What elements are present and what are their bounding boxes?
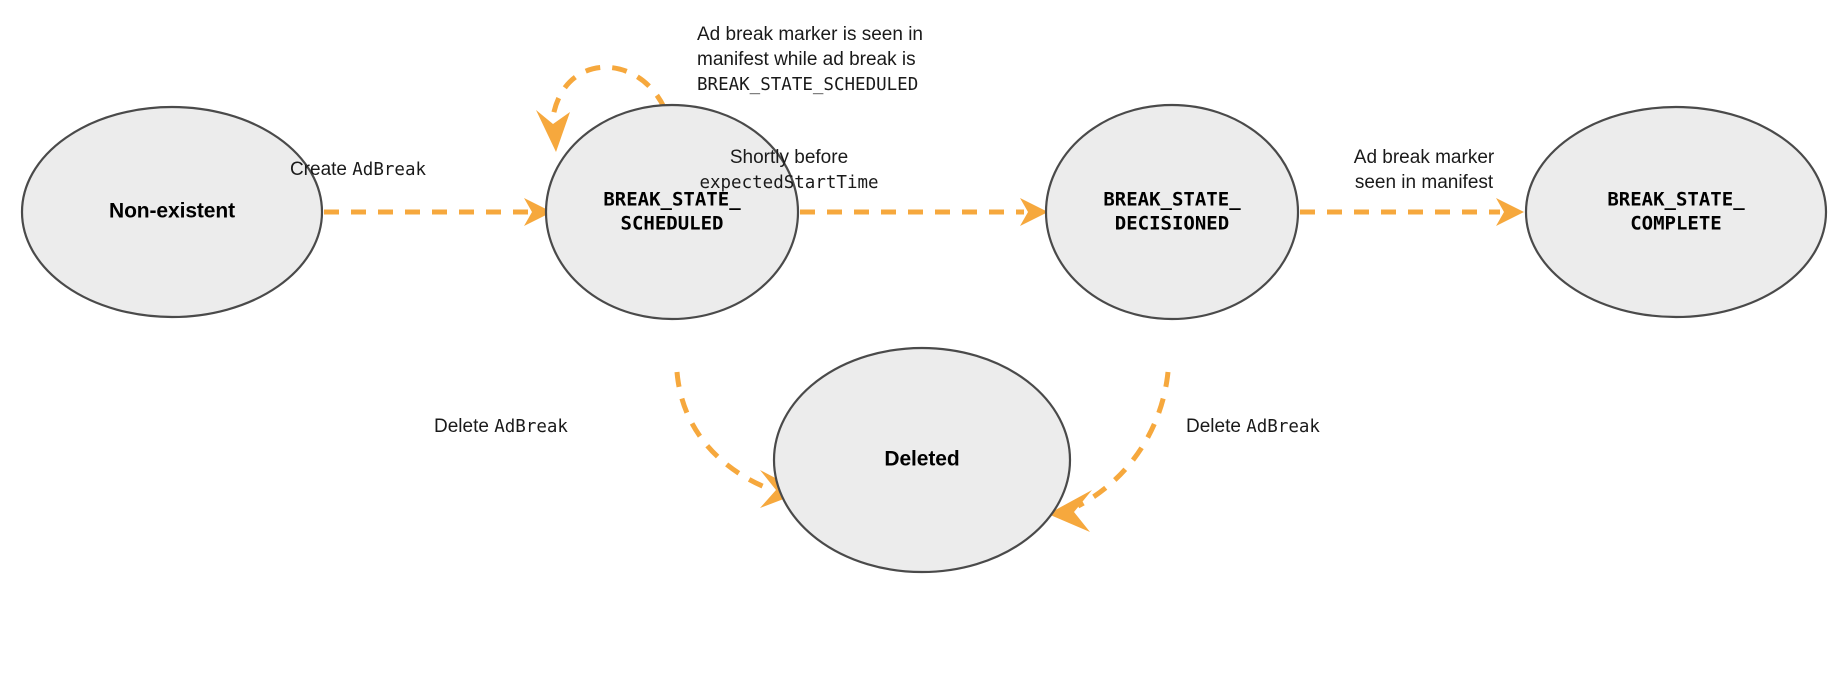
- edge-shortly-before: [800, 198, 1048, 226]
- edge-delete-from-scheduled-line: [674, 371, 773, 493]
- node-deleted[interactable]: [772, 346, 1072, 574]
- node-non-existent[interactable]: [20, 105, 324, 319]
- edge-delete-from-decisioned-line: [1076, 371, 1171, 509]
- edge-delete-from-decisioned: [1048, 371, 1171, 532]
- edge-delete-from-decisioned-arrowhead: [1048, 490, 1092, 532]
- edge-scheduled-self-loop-arrowhead: [536, 110, 570, 152]
- edge-marker-seen-manifest-arrowhead: [1496, 198, 1524, 226]
- node-break-state-complete[interactable]: [1524, 105, 1828, 319]
- edge-create-adbreak: [324, 198, 552, 226]
- node-break-state-scheduled[interactable]: [544, 103, 800, 321]
- edge-shortly-before-arrowhead: [1020, 198, 1048, 226]
- edge-create-adbreak-arrowhead: [524, 198, 552, 226]
- edge-marker-seen-manifest: [1300, 198, 1524, 226]
- node-break-state-decisioned[interactable]: [1044, 103, 1300, 321]
